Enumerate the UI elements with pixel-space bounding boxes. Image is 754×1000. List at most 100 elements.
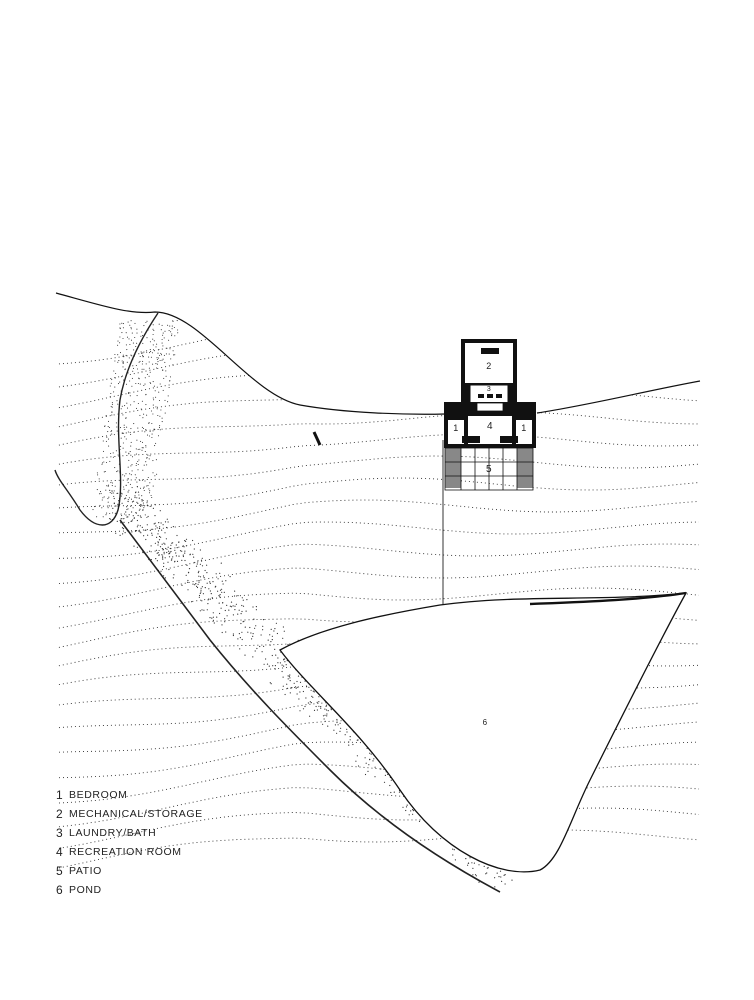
bath-fixture-3 (496, 394, 502, 398)
stipple-dot (165, 538, 167, 540)
stipple-dot (348, 741, 350, 743)
stipple-dot (145, 444, 147, 447)
stipple-dot (176, 320, 178, 322)
stipple-dot (167, 395, 169, 397)
stipple-dot (123, 486, 125, 488)
stipple-dot (137, 502, 139, 504)
stipple-dot (478, 864, 480, 866)
stipple-dot (177, 329, 179, 331)
stipple-dot (142, 360, 144, 362)
stipple-dot (339, 722, 341, 724)
patio-planter-left (445, 448, 461, 488)
stipple-dot (155, 367, 158, 369)
stipple-dot (199, 576, 202, 578)
stipple-dot (129, 483, 131, 485)
stipple-dot (161, 417, 163, 419)
stipple-dot (159, 383, 161, 385)
stipple-dot (152, 413, 154, 415)
stipple-dot (125, 332, 127, 334)
stipple-dot (154, 390, 156, 392)
stipple-dot (130, 328, 132, 330)
stipple-dot (277, 657, 279, 659)
stair-block (476, 402, 504, 412)
stipple-dot (198, 596, 200, 598)
stipple-dot (134, 322, 136, 324)
stipple-dot (145, 321, 147, 324)
contour-line (56, 411, 700, 447)
stipple-dot (162, 558, 164, 560)
stipple-dot (140, 504, 142, 506)
stipple-dot (129, 395, 131, 397)
contour-line (56, 829, 700, 870)
stipple-dot (149, 381, 151, 384)
stipple-dot (297, 675, 300, 677)
north-marker (312, 431, 322, 446)
stipple-dot (116, 471, 118, 473)
stipple-dot (150, 410, 153, 412)
stipple-dot (113, 370, 115, 372)
stipple-dot (346, 728, 348, 730)
stipple-dot (169, 551, 171, 553)
stipple-dot (137, 469, 139, 471)
stipple-dot (235, 603, 237, 605)
stipple-dot (296, 680, 298, 683)
stipple-dot (102, 450, 105, 452)
stipple-dot (107, 438, 110, 440)
stipple-dot (155, 549, 158, 551)
stipple-dot (146, 502, 148, 504)
stipple-dot (152, 485, 154, 487)
stipple-dot (133, 423, 135, 425)
stipple-dot (138, 361, 140, 363)
stipple-dot (114, 467, 116, 469)
stipple-dot (325, 704, 328, 706)
stipple-dot (105, 440, 107, 442)
stipple-dot (200, 591, 202, 593)
stipple-dot (276, 632, 278, 635)
stipple-dot (157, 542, 159, 544)
stipple-dot (152, 338, 154, 340)
stipple-dot (309, 715, 311, 717)
legend-number: 1 (56, 787, 64, 802)
stipple-dot (296, 686, 298, 688)
stipple-dot (194, 584, 196, 586)
stipple-dot (109, 396, 111, 398)
stipple-dot (162, 369, 164, 371)
stipple-dot (157, 552, 159, 554)
stipple-dot (140, 351, 142, 353)
stipple-dot (149, 482, 151, 484)
stipple-dot (136, 501, 138, 503)
stipple-dot (108, 445, 110, 447)
stipple-dot (144, 377, 146, 379)
stipple-dot (283, 665, 285, 667)
stipple-dot (140, 516, 142, 519)
contour-line (56, 543, 700, 585)
stipple-dot (139, 525, 141, 527)
stipple-dot (387, 773, 389, 776)
stipple-dot (124, 428, 126, 431)
stipple-dot (132, 342, 134, 344)
stipple-dot (169, 348, 171, 350)
stipple-dot (143, 535, 145, 537)
stipple-dot (187, 579, 189, 582)
stipple-dot (203, 577, 205, 579)
stipple-dot (145, 363, 147, 365)
stipple-dot (128, 452, 130, 454)
stipple-dot (271, 654, 273, 657)
stipple-dot (348, 744, 350, 746)
stipple-dot (156, 552, 158, 554)
stipple-dot (169, 376, 172, 378)
stipple-dot (336, 732, 338, 734)
stipple-dot (252, 633, 254, 635)
stipple-dot (172, 364, 174, 366)
stipple-dot (142, 427, 145, 430)
stipple-dot (184, 540, 186, 542)
stipple-dot (287, 687, 289, 690)
stipple-dot (325, 705, 327, 708)
stipple-dot (109, 512, 111, 515)
stipple-dot (109, 489, 111, 491)
stipple-dot (197, 572, 199, 574)
stipple-dot (163, 551, 165, 554)
stipple-dot (202, 593, 204, 595)
